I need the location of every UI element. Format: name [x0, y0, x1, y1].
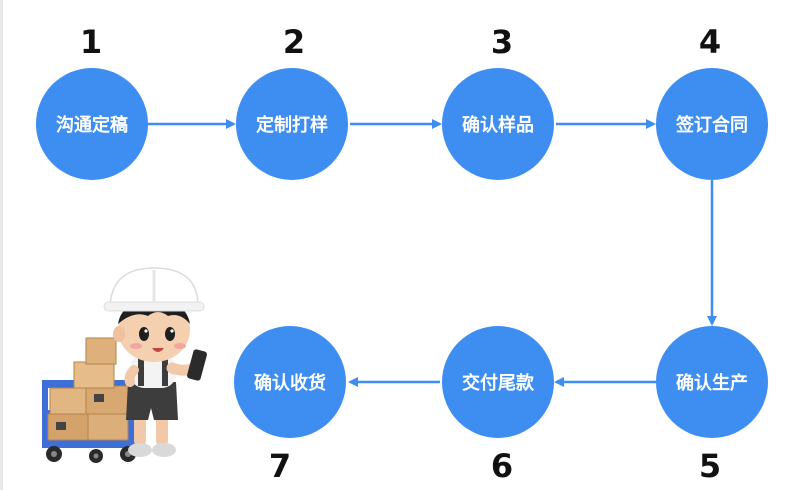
step-number-5: 5 — [698, 447, 722, 485]
step-node-4: 签订合同 — [656, 68, 768, 180]
step-number-1: 1 — [79, 23, 103, 61]
step-node-2: 定制打样 — [236, 68, 348, 180]
step-number-2: 2 — [282, 23, 306, 61]
left-edge-strip — [0, 0, 3, 490]
step-node-5: 确认生产 — [656, 326, 768, 438]
step-number-6: 6 — [490, 447, 514, 485]
step-number-7: 7 — [268, 447, 292, 485]
step-node-3: 确认样品 — [442, 68, 554, 180]
step-number-4: 4 — [698, 23, 722, 61]
step-node-6: 交付尾款 — [442, 326, 554, 438]
step-number-3: 3 — [490, 23, 514, 61]
worker-with-cart-icon — [42, 267, 207, 463]
step-node-1: 沟通定稿 — [36, 68, 148, 180]
step-node-7: 确认收货 — [234, 326, 346, 438]
